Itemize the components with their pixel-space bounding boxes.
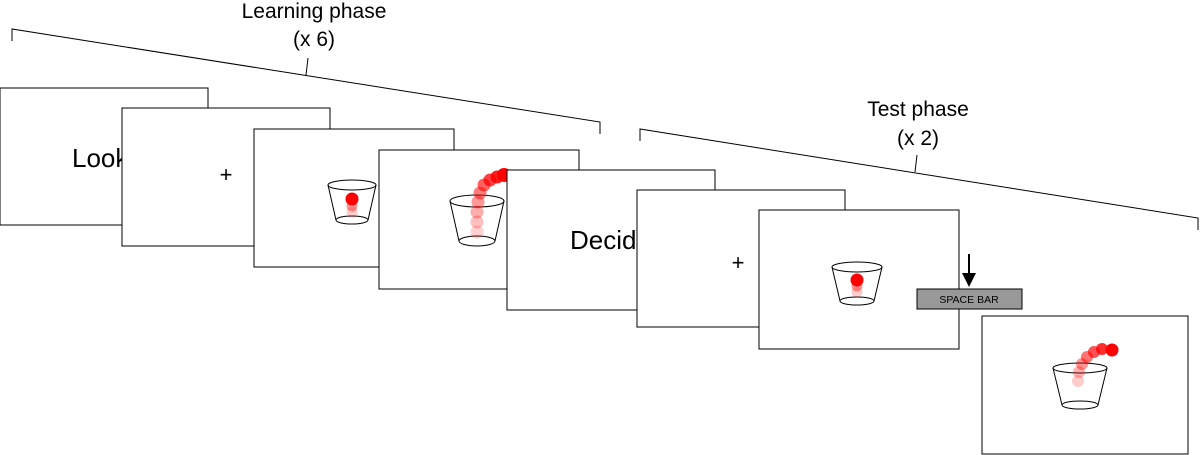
screen-ball-trajectory [981, 315, 1189, 455]
cup-icon [449, 194, 505, 247]
ball-trajectory-trace [1072, 343, 1108, 387]
test-phase-bracket [639, 128, 1199, 230]
fixation-cross: + [732, 250, 745, 275]
test-phase-count: (x 2) [897, 127, 939, 150]
cup-icon [831, 261, 883, 306]
learning-phase-title: Learning phase [242, 0, 387, 23]
space-bar-label: SPACE BAR [939, 294, 999, 306]
instruction-text: Decid [570, 225, 636, 255]
ball [850, 273, 864, 287]
learning-phase-count: (x 6) [293, 28, 335, 51]
learning-phase-bracket [11, 28, 601, 134]
test-phase-title: Test phase [867, 98, 969, 121]
ball-trajectory-trace [470, 170, 504, 239]
ball [345, 192, 359, 206]
fixation-cross: + [220, 162, 233, 187]
response-arrow-icon [962, 254, 976, 287]
cup-icon [327, 179, 377, 225]
cup-icon [1052, 362, 1108, 410]
ball [1105, 343, 1119, 357]
instruction-text: Look [72, 143, 129, 173]
space-bar-key: SPACE BAR [916, 288, 1023, 310]
screen-ball-in-cup [758, 209, 960, 350]
